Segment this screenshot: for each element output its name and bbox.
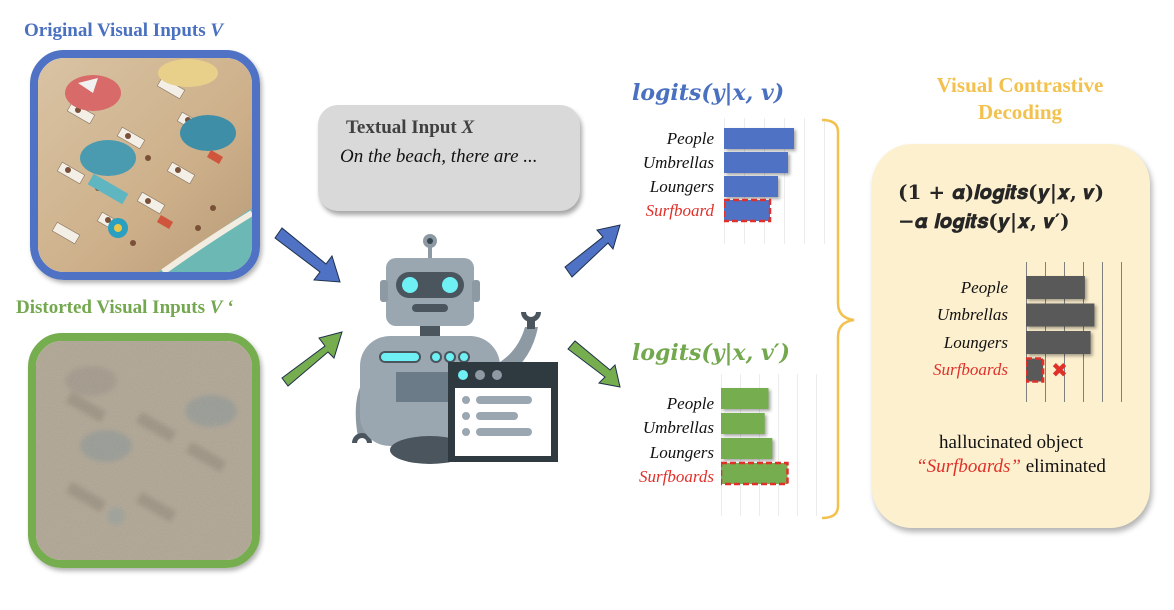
textual-input-title: Textual Input X bbox=[346, 117, 558, 139]
bar-umbrellas bbox=[1026, 303, 1095, 327]
bar-umbrellas bbox=[724, 152, 788, 173]
bar-people bbox=[721, 388, 769, 409]
label-loungers: Loungers bbox=[943, 333, 1008, 352]
logits-original-title: logits(y|x, v) bbox=[632, 80, 785, 106]
label-surfboards: Surfboards bbox=[933, 360, 1008, 379]
browser-window-icon bbox=[448, 362, 558, 462]
label-loungers: Loungers bbox=[649, 443, 714, 462]
eliminated-x-icon: ✖ bbox=[1051, 358, 1068, 382]
chart-original bbox=[724, 118, 825, 244]
label-umbrellas: Umbrellas bbox=[642, 153, 714, 172]
result-line2: “Surfboards” eliminated bbox=[872, 455, 1150, 479]
label-loungers: Loungers bbox=[649, 177, 714, 196]
textual-input-text: On the beach, there are ... bbox=[340, 146, 538, 167]
title-text: Textual Input bbox=[346, 117, 462, 138]
title-symbol: V bbox=[210, 20, 224, 41]
title-text: Distorted Visual Inputs bbox=[16, 297, 210, 318]
label-people: People bbox=[960, 278, 1008, 297]
eliminated-object: “Surfboards” bbox=[916, 456, 1021, 477]
textual-input-box: Textual Input X On the beach, there are … bbox=[318, 105, 580, 211]
curly-brace bbox=[821, 118, 855, 520]
label-people: People bbox=[666, 394, 714, 413]
label-umbrellas: Umbrellas bbox=[642, 418, 714, 437]
bar-surfboard bbox=[724, 198, 772, 223]
vcd-title: Visual Contrastive Decoding bbox=[890, 72, 1150, 126]
beach-image-original bbox=[38, 58, 252, 272]
bar-surfboards bbox=[1026, 357, 1045, 383]
arrow-distorted-to-model bbox=[281, 331, 343, 387]
vcd-title-line1: Visual Contrastive bbox=[936, 73, 1104, 97]
result-line1: hallucinated object bbox=[938, 432, 1084, 453]
bar-people bbox=[1026, 276, 1085, 299]
vcd-formula-line1: (𝟏 + 𝜶)𝒍𝒐𝒈𝒊𝒕𝒔(𝒚|𝒙, 𝒗) bbox=[898, 180, 1105, 204]
title-text: Original Visual Inputs bbox=[24, 20, 211, 41]
original-visual-inputs-title: Original Visual Inputs V bbox=[24, 20, 223, 42]
vcd-result-text: hallucinated object “Surfboards” elimina… bbox=[872, 431, 1150, 479]
bar-umbrellas bbox=[721, 413, 765, 434]
label-umbrellas: Umbrellas bbox=[936, 305, 1008, 324]
input-arrows bbox=[274, 227, 343, 387]
bar-surfboards bbox=[721, 461, 789, 486]
title-symbol: V ‘ bbox=[209, 297, 234, 318]
bar-loungers bbox=[721, 438, 773, 459]
arrow-model-to-logits-original bbox=[564, 224, 621, 278]
arrow-model-to-logits-distorted bbox=[567, 340, 621, 388]
chart-vcd: ✖ bbox=[1026, 262, 1122, 402]
bar-people bbox=[724, 128, 794, 149]
vcd-formula-line2: −𝜶 𝒍𝒐𝒈𝒊𝒕𝒔(𝒚|𝒙, 𝒗′) bbox=[898, 209, 1070, 233]
label-people: People bbox=[666, 129, 714, 148]
arrow-original-to-model bbox=[274, 227, 341, 283]
bar-loungers bbox=[1026, 331, 1091, 354]
result-suffix: eliminated bbox=[1020, 456, 1106, 477]
beach-image-distorted bbox=[36, 341, 252, 560]
output-arrows bbox=[564, 224, 621, 388]
original-image bbox=[30, 50, 260, 280]
vcd-box: (𝟏 + 𝜶)𝒍𝒐𝒈𝒊𝒕𝒔(𝒚|𝒙, 𝒗) −𝜶 𝒍𝒐𝒈𝒊𝒕𝒔(𝒚|𝒙, 𝒗′)… bbox=[872, 144, 1150, 528]
vcd-title-line2: Decoding bbox=[978, 100, 1062, 124]
robot-model-icon bbox=[352, 234, 558, 464]
bar-loungers bbox=[724, 176, 778, 197]
title-symbol: X bbox=[461, 117, 475, 138]
logits-distorted-title: logits(y|x, v′) bbox=[632, 340, 790, 366]
distorted-image bbox=[28, 333, 260, 568]
distorted-visual-inputs-title: Distorted Visual Inputs V ‘ bbox=[16, 297, 233, 319]
label-surfboard: Surfboard bbox=[645, 201, 714, 220]
chart-distorted bbox=[721, 374, 817, 516]
label-surfboards: Surfboards bbox=[639, 467, 714, 486]
